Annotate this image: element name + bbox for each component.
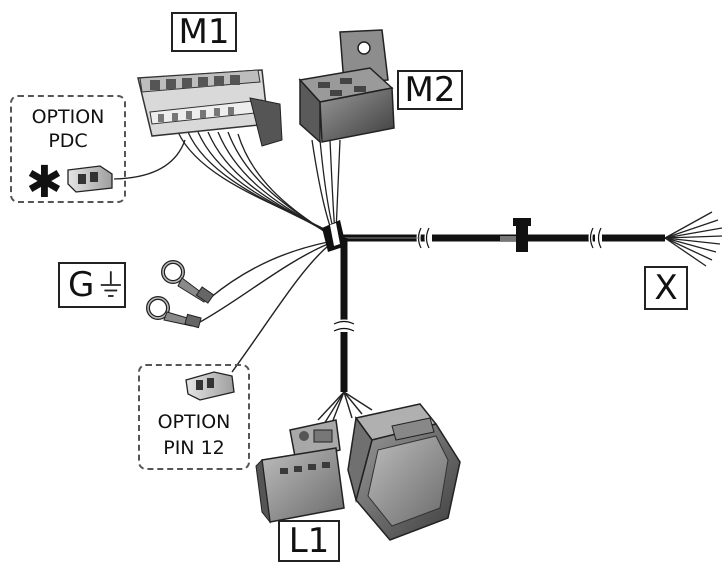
asterisk-icon: ✱ <box>26 157 63 208</box>
label-l1: L1 <box>278 520 340 562</box>
inline-fuse-holder <box>500 218 531 252</box>
junction-clip <box>322 220 346 252</box>
wire-fan-x <box>664 211 723 267</box>
label-m1: M1 <box>171 12 237 52</box>
option-pin12-box: OPTION PIN 12 <box>138 364 250 470</box>
wires-m1 <box>177 131 334 239</box>
main-trunk-cable <box>335 227 665 249</box>
ground-ring-terminal-1 <box>161 260 215 304</box>
option-pin12-line1: OPTION <box>157 411 231 433</box>
label-ground: G <box>58 262 126 308</box>
option-pdc-line1: OPTION <box>31 106 105 128</box>
label-ground-text: G <box>68 265 95 305</box>
connector-m1 <box>137 69 283 147</box>
wires-m2 <box>311 139 341 233</box>
wires-ground <box>199 241 329 373</box>
connector-l1-large <box>347 403 461 541</box>
branch-cable-l1 <box>333 238 355 392</box>
connector-m2 <box>298 29 395 144</box>
wire-pdc <box>113 139 186 180</box>
connector-pin12 <box>185 371 235 401</box>
option-pin12-line2: PIN 12 <box>163 437 225 459</box>
label-m2: M2 <box>397 70 463 110</box>
label-x: X <box>644 266 688 310</box>
option-pdc-line2: PDC <box>48 130 88 152</box>
ground-symbol-icon <box>101 271 122 297</box>
option-pdc-box: OPTION PDC ✱ <box>10 95 126 208</box>
connector-pdc <box>67 165 113 193</box>
connector-l1-small <box>255 419 345 524</box>
ground-ring-terminal-2 <box>146 296 202 329</box>
